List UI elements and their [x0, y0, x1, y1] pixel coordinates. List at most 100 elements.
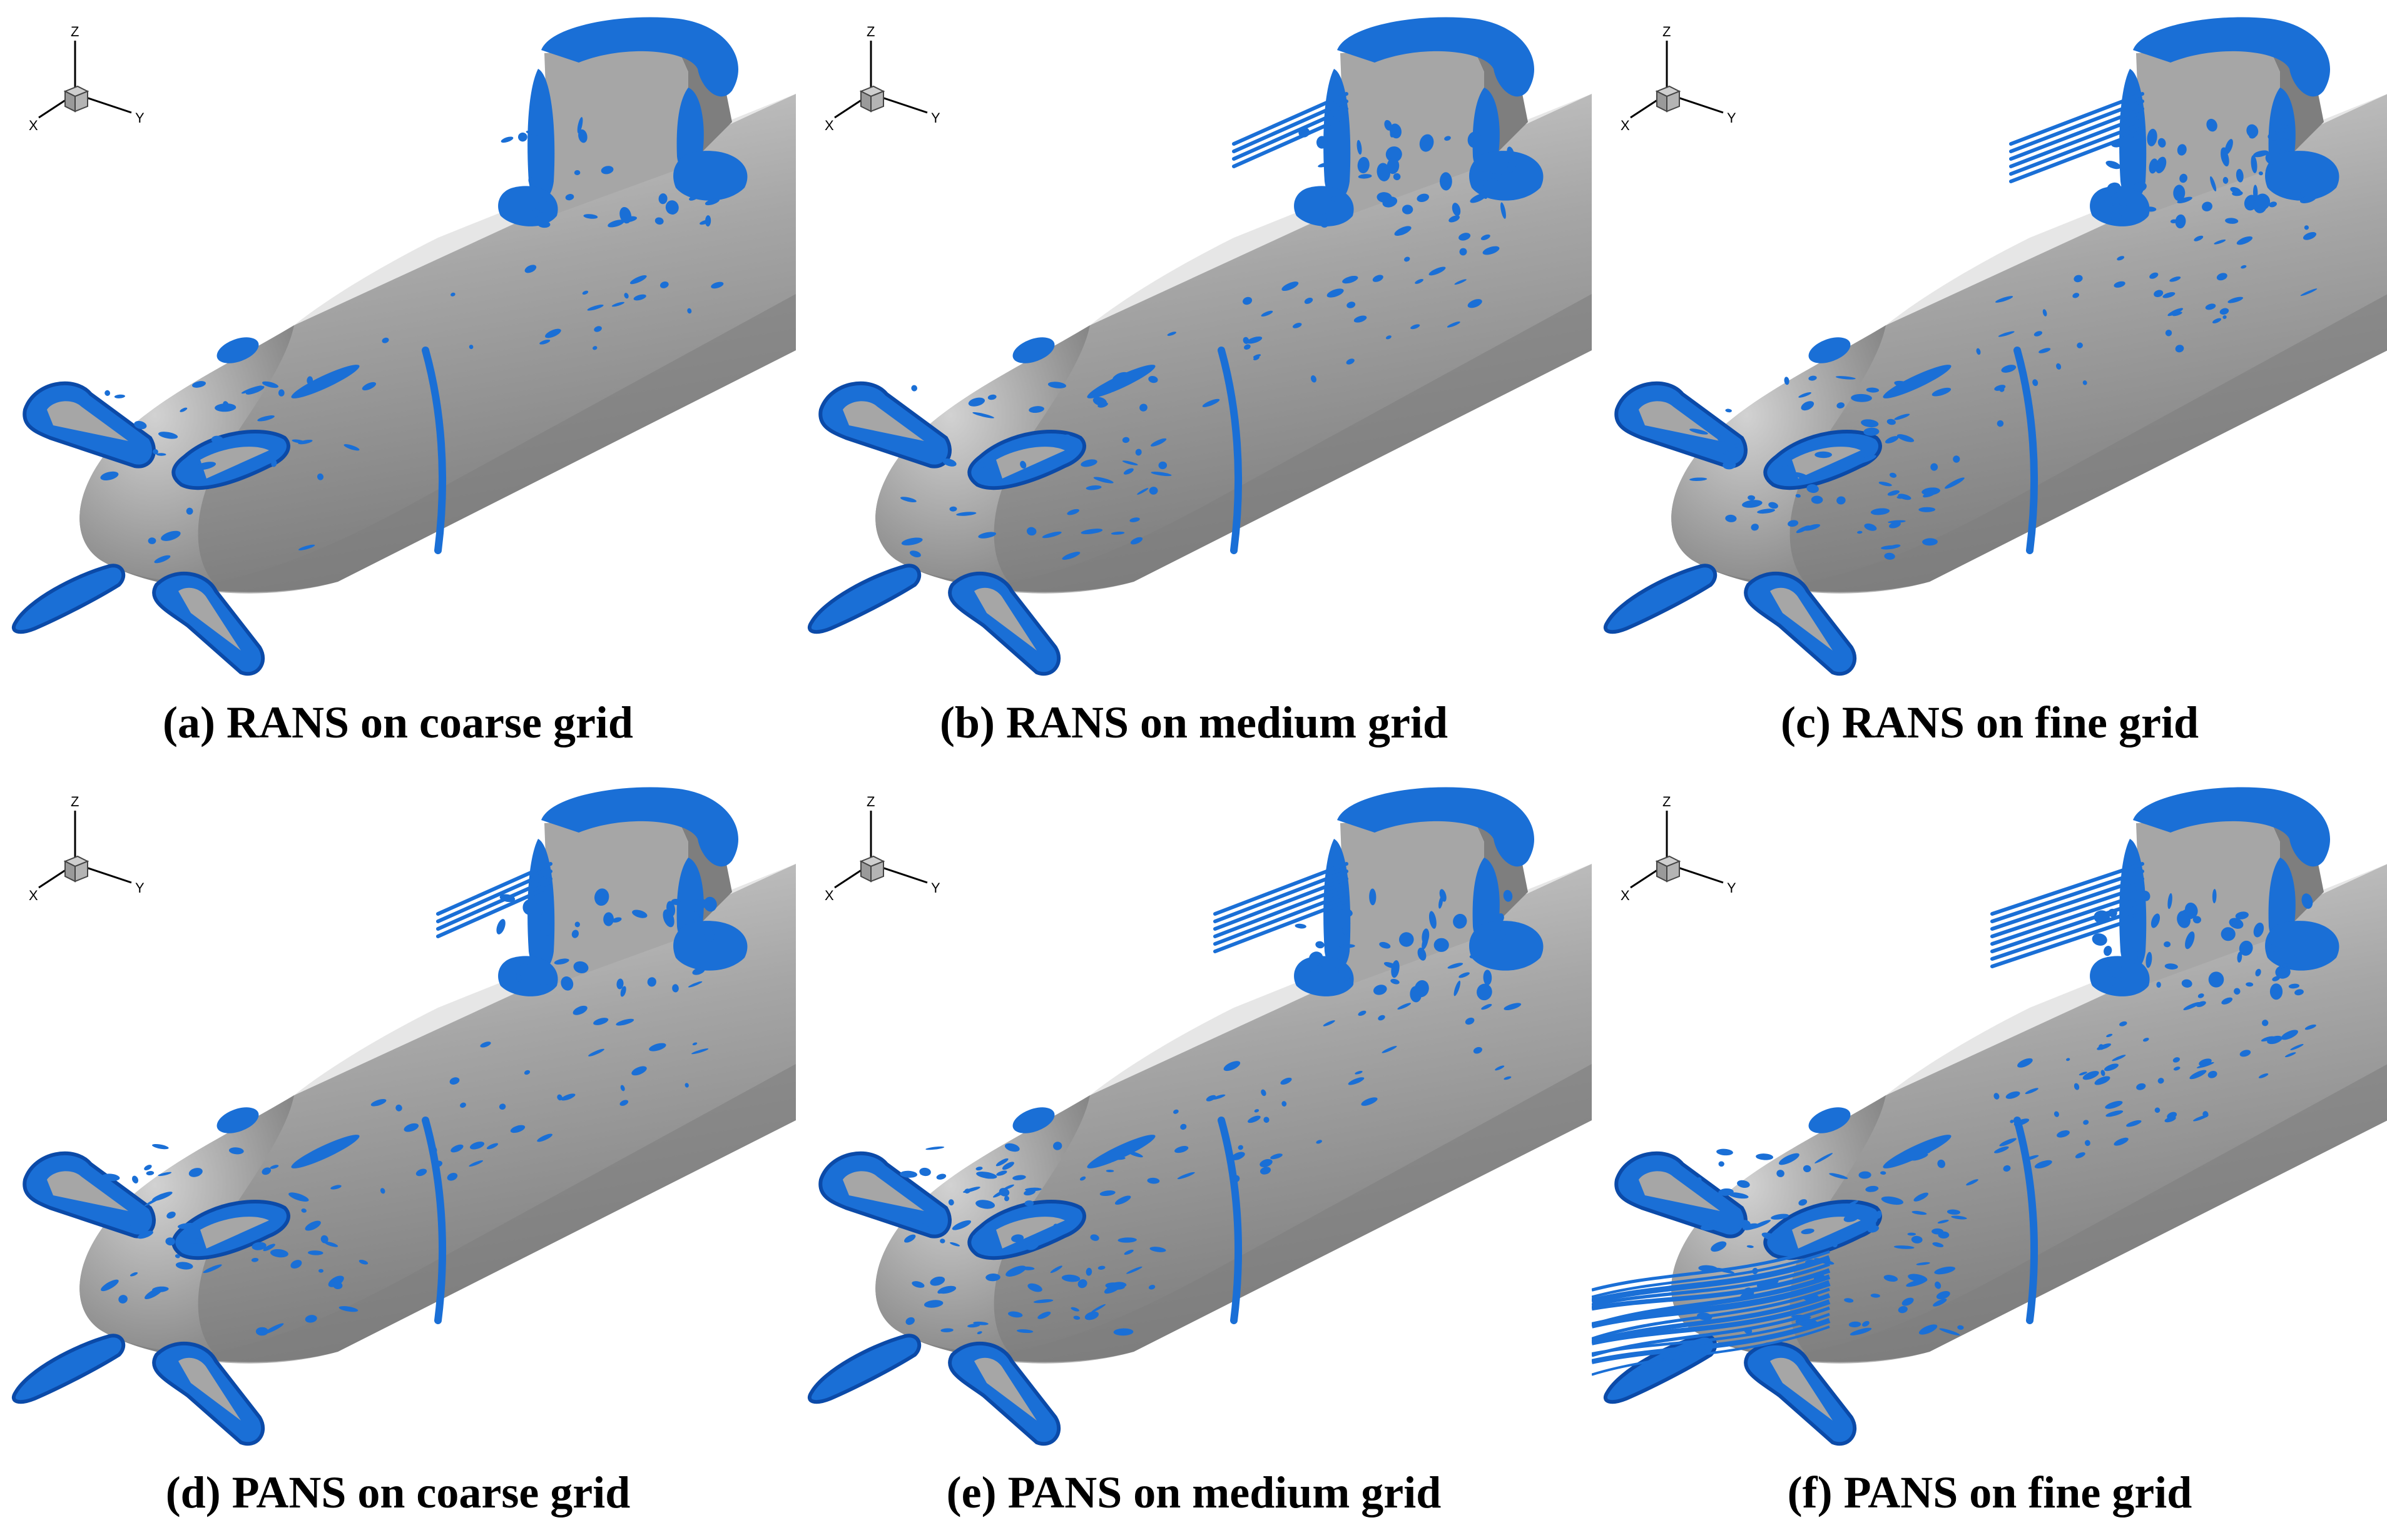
vortex-patch: [154, 555, 171, 564]
vortex-patch: [2255, 968, 2261, 976]
vortex-patch: [2221, 148, 2229, 167]
vortex-wake: [1592, 1268, 1831, 1311]
vortex-patch: [1716, 1148, 1733, 1156]
vortex-patch: [501, 136, 514, 143]
vortex-patch: [1835, 376, 1856, 380]
vortex-patch: [101, 1173, 120, 1182]
vortex-patch: [241, 385, 262, 394]
vortex-patch: [278, 389, 285, 397]
vortex-patch: [703, 896, 717, 912]
vortex-patch: [1995, 296, 2013, 303]
vortex-patch: [518, 132, 527, 142]
vortex-patch: [1863, 427, 1880, 436]
vortex-patch: [1953, 455, 1960, 463]
vortex-streak: [436, 869, 552, 923]
vortex-patch: [1053, 1142, 1062, 1150]
vortex-patch: [1004, 1195, 1010, 1202]
vortex-patch: [948, 1199, 954, 1206]
vortex-patch: [1124, 1249, 1134, 1255]
vortex-patch: [2109, 975, 2122, 986]
vortex-patch: [1148, 1285, 1156, 1290]
vortex-patch: [538, 197, 547, 213]
flow-visualization: Z X Y: [807, 787, 1592, 1446]
vortex-patch: [1295, 923, 1306, 929]
vortex-patch: [1310, 375, 1317, 383]
vortex-patch: [2212, 889, 2217, 904]
vortex-patch: [608, 220, 624, 228]
vortex-patch: [1111, 531, 1125, 535]
vortex-patch: [118, 1295, 128, 1304]
vortex-patch: [1320, 221, 1328, 228]
vortex-patch: [1309, 951, 1323, 965]
vortex-patch: [975, 1200, 995, 1209]
vortex-patch: [2033, 331, 2043, 337]
vortex-patch: [1723, 450, 1729, 455]
figure-panel-a: Z X Y: [0, 0, 796, 770]
vortex-patch: [2104, 945, 2112, 956]
vortex-streak: [1232, 107, 1348, 161]
vortex-patch: [1335, 966, 1339, 975]
vortex-patch: [195, 462, 216, 470]
vortex-streak: [1990, 907, 2144, 961]
vortex-patch: [1316, 136, 1328, 149]
vortex-patch: [1270, 1153, 1283, 1160]
vortex-streak: [1990, 899, 2144, 953]
vortex-patch: [301, 1208, 307, 1213]
vortex-patch: [1315, 941, 1325, 949]
vortex-patch: [2013, 1118, 2030, 1126]
vortex-patch: [1725, 408, 1732, 413]
vortex-patch: [2104, 1063, 2119, 1071]
vortex-patch: [1495, 1065, 1505, 1071]
vortex-patch: [1781, 465, 1790, 470]
vortex-patch: [1002, 1162, 1014, 1170]
vortex-patch: [574, 170, 581, 176]
vortex-patch: [2149, 272, 2159, 279]
vortex-patch: [1052, 1223, 1060, 1233]
vortex-streak: [1232, 114, 1348, 168]
vortex-patch: [671, 898, 681, 905]
vortex-patch: [909, 550, 921, 557]
vortex-patch: [2292, 185, 2301, 201]
vortex-patch: [1934, 1266, 1956, 1275]
vortex-patch: [175, 1262, 193, 1270]
axis-label-x: X: [29, 888, 38, 903]
vortex-patch: [1122, 437, 1130, 443]
vortex-patch: [2145, 206, 2157, 212]
vortex-patch: [2196, 1062, 2214, 1068]
vortex-patch: [1887, 490, 1900, 496]
vortex-patch: [2092, 933, 2107, 946]
vortex-patch: [305, 1220, 321, 1231]
vortex-patch: [1097, 1265, 1106, 1270]
vortex-patch: [1723, 460, 1736, 470]
vortex-patch: [578, 129, 588, 143]
panel-caption: (f) PANS on fine grid: [1787, 1467, 2192, 1517]
vortex-patch: [450, 1144, 464, 1153]
vortex-patch: [156, 453, 166, 456]
vortex-patch: [2251, 155, 2257, 173]
vortex-patch: [537, 1133, 552, 1142]
vortex-patch: [1851, 393, 1872, 402]
vortex-patch: [1419, 134, 1434, 152]
vortex-patch: [1844, 1298, 1854, 1303]
vortex-patch: [689, 195, 698, 201]
vortex-patch: [2192, 916, 2201, 924]
vortex-patch: [2079, 1071, 2087, 1076]
panel-caption: (e) PANS on medium grid: [946, 1467, 1442, 1517]
vortex-patch: [2236, 236, 2253, 245]
vortex-patch: [1079, 1176, 1086, 1181]
vortex-patch: [1039, 436, 1049, 445]
vortex-patch: [2092, 196, 2107, 203]
vortex-patch: [1880, 1171, 1886, 1175]
vortex-patch: [138, 1230, 153, 1239]
vortex-patch: [1711, 1241, 1727, 1252]
vortex-patch: [166, 1212, 176, 1219]
vortex-patch: [1012, 1175, 1026, 1180]
vortex-patch: [619, 1100, 629, 1106]
vortex-patch: [1024, 1189, 1036, 1196]
vortex-streak: [1990, 862, 2144, 916]
vortex-patch: [382, 337, 389, 343]
vortex-patch: [1377, 192, 1392, 203]
vortex-patch: [2074, 275, 2083, 283]
vortex-patch: [1339, 944, 1355, 948]
vortex-patch: [499, 1103, 506, 1110]
